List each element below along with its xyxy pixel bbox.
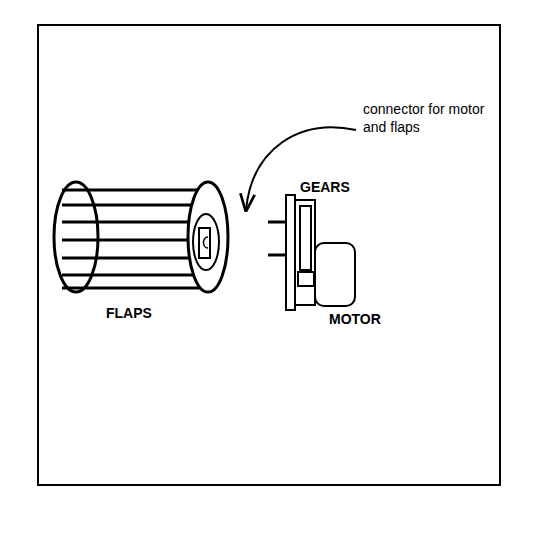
shaft-pin (268, 221, 286, 224)
flap-blades (62, 190, 200, 288)
gear-motor-unit (268, 195, 355, 310)
flap-blade (62, 287, 200, 290)
shaft-pin (268, 254, 286, 257)
flap-blade (62, 189, 200, 192)
socket-key (204, 237, 209, 248)
flap-blade (62, 257, 200, 260)
flap-blade (62, 239, 200, 242)
flap-blade (62, 274, 200, 277)
leader-arrow (246, 127, 356, 210)
frame (38, 25, 500, 485)
callout-note: connector for motor and flaps (363, 101, 488, 136)
gearbox (295, 200, 315, 305)
motor-body (315, 243, 355, 306)
part-label: GEARS (300, 179, 350, 197)
gear-train (300, 206, 311, 270)
part-label: MOTOR (329, 311, 381, 329)
motor-coupling (298, 272, 314, 286)
flap-blade (62, 204, 200, 207)
flap-blade (62, 221, 200, 224)
drum-hub (193, 214, 219, 270)
hub-socket (199, 228, 210, 258)
mount-plate (286, 195, 295, 310)
flaps-drum (54, 182, 228, 292)
drum-end-right (188, 182, 228, 292)
part-label: FLAPS (106, 305, 152, 323)
